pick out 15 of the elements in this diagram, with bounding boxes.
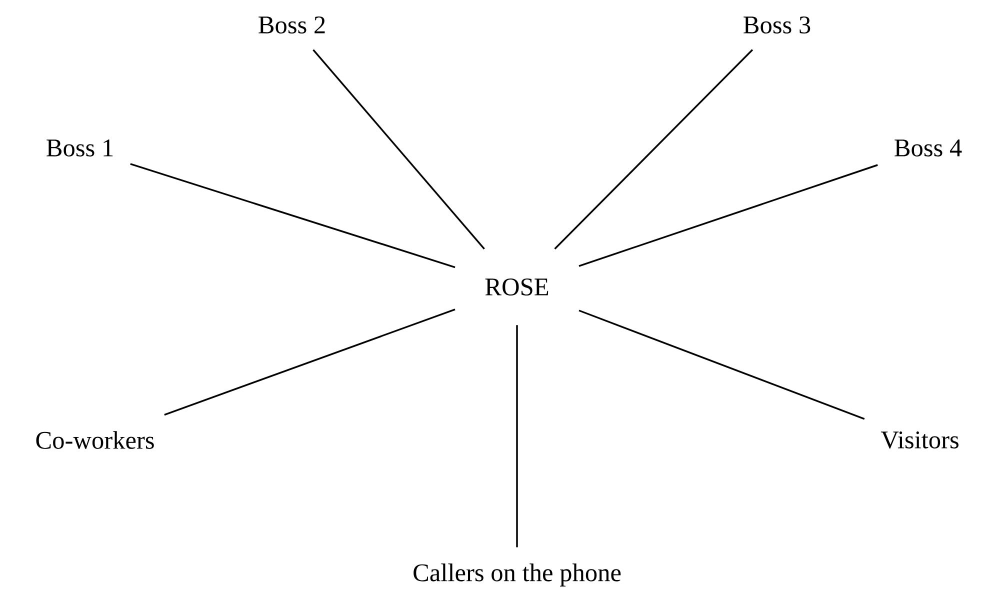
- connector-line: [164, 308, 456, 416]
- node-label: ROSE: [485, 278, 548, 296]
- node-label: Boss 2: [258, 16, 325, 34]
- connector-line: [578, 310, 865, 420]
- connector-line: [578, 164, 878, 267]
- connector-line: [312, 49, 485, 250]
- connector-line: [516, 325, 518, 548]
- node-label: Visitors: [880, 431, 958, 449]
- connector-line: [554, 49, 754, 250]
- node-label: Co-workers: [36, 431, 154, 449]
- node-label: Boss 1: [46, 140, 113, 156]
- connector-line: [130, 163, 456, 268]
- node-label: Boss 4: [894, 140, 962, 156]
- node-label: Boss 3: [744, 16, 810, 34]
- node-label: Callers on the phone: [414, 564, 621, 586]
